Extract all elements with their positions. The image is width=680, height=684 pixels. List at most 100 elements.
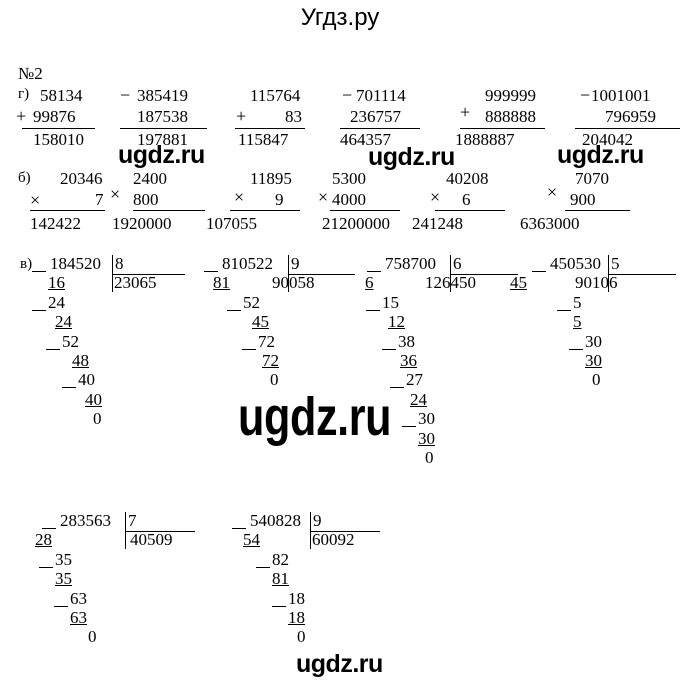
operand-top: 5300 [332, 169, 366, 188]
divisor: 9 [313, 511, 322, 530]
part-label-v: в) [20, 256, 33, 272]
watermark: ugdz.ru [296, 650, 383, 678]
rule-line [330, 210, 400, 211]
dividend: 283563 [60, 511, 111, 530]
rule-line [120, 128, 207, 129]
division-bar [125, 512, 126, 549]
rule-line [310, 531, 380, 532]
division-step: 52 [243, 292, 260, 312]
rule-line [340, 128, 420, 129]
operator-sign: × [547, 182, 558, 202]
rule-line [30, 210, 105, 211]
division-step: 82 [272, 549, 289, 569]
rule-line [575, 128, 680, 129]
divisor: 6 [453, 254, 462, 273]
result: 21200000 [322, 214, 390, 233]
division-step: 30 [585, 331, 602, 351]
operand-top: 7070 [575, 169, 609, 188]
operator-sign: + [16, 106, 27, 126]
operand-top: 40208 [446, 169, 489, 188]
operand-bottom: 6 [462, 190, 471, 209]
minus-sign [62, 387, 76, 389]
dividend: 450530 [550, 254, 601, 273]
operand-top: 701114 [356, 86, 406, 105]
result: 158010 [33, 130, 84, 149]
rule-line [112, 274, 185, 275]
quotient: 23065 [114, 273, 157, 292]
quotient: 90106 [575, 273, 618, 292]
operand-top: 1001001 [591, 86, 651, 105]
division-step: 18 [288, 588, 305, 608]
rule-line [565, 210, 630, 211]
rule-line [288, 274, 355, 275]
operand-top: 58134 [40, 86, 83, 105]
minus-sign [32, 309, 46, 311]
dividend: 758700 [385, 254, 436, 273]
operator-sign: − [580, 85, 591, 105]
division-step: 30 [418, 409, 435, 429]
division-step: 5 [573, 312, 582, 332]
division-step: 0 [425, 448, 434, 467]
division-step: 24 [48, 292, 65, 312]
division-step: 12 [388, 312, 405, 332]
operand-bottom: 800 [133, 190, 159, 209]
division-step: 35 [55, 549, 72, 569]
dividend: 184520 [50, 254, 101, 273]
division-step: 27 [406, 370, 423, 390]
division-step: 16 [48, 273, 65, 293]
rule-line [235, 128, 305, 129]
operand-bottom: 187538 [137, 107, 188, 126]
result: 204042 [582, 130, 633, 149]
dividend: 810522 [222, 254, 273, 273]
division-step: 38 [398, 331, 415, 351]
operand-bottom: 796959 [605, 107, 656, 126]
operand-top: 385419 [137, 86, 188, 105]
division-step: 36 [400, 351, 417, 370]
minus-sign [46, 348, 60, 350]
division-step: 0 [592, 370, 601, 390]
division-step: 63 [70, 608, 87, 627]
operand-top: 115764 [250, 86, 301, 105]
division-step: 24 [55, 312, 72, 332]
operator-sign: + [236, 106, 247, 126]
operand-bottom: 4000 [332, 190, 366, 209]
minus-sign [390, 387, 404, 389]
division-step: 0 [93, 409, 102, 429]
operand-bottom: 236757 [350, 107, 401, 126]
minus-sign [382, 348, 396, 350]
operator-sign: × [30, 190, 41, 210]
operator-sign: + [460, 102, 471, 122]
division-step: 40 [85, 389, 102, 409]
operand-bottom: 7 [95, 190, 104, 209]
rule-line [22, 128, 95, 129]
result: 107055 [206, 214, 257, 233]
result: 464357 [340, 130, 391, 149]
operand-top: 20346 [60, 169, 103, 188]
operand-bottom: 888888 [485, 107, 536, 126]
divisor: 5 [611, 254, 620, 273]
division-step: 63 [70, 588, 87, 608]
division-step: 0 [297, 627, 306, 647]
result: 1888887 [455, 130, 515, 149]
divisor: 8 [115, 254, 124, 273]
division-step: 30 [418, 428, 435, 448]
division-step: 28 [35, 530, 52, 550]
result: 241248 [412, 214, 463, 233]
operand-top: 2400 [133, 169, 167, 188]
division-step: 5 [573, 292, 582, 312]
rule-line [460, 128, 545, 129]
division-step: 40 [78, 370, 95, 390]
division-step: 6 [365, 273, 374, 293]
operand-bottom: 83 [285, 107, 302, 126]
division-bar [288, 255, 289, 292]
minus-sign [272, 605, 286, 607]
operator-sign: − [342, 85, 353, 105]
minus-sign [256, 566, 270, 568]
division-step: 30 [585, 351, 602, 370]
minus-sign [366, 309, 380, 311]
division-step: 24 [410, 389, 427, 409]
divisor: 9 [291, 254, 300, 273]
operand-bottom: 900 [570, 190, 596, 209]
operand-top: 11895 [250, 169, 292, 188]
